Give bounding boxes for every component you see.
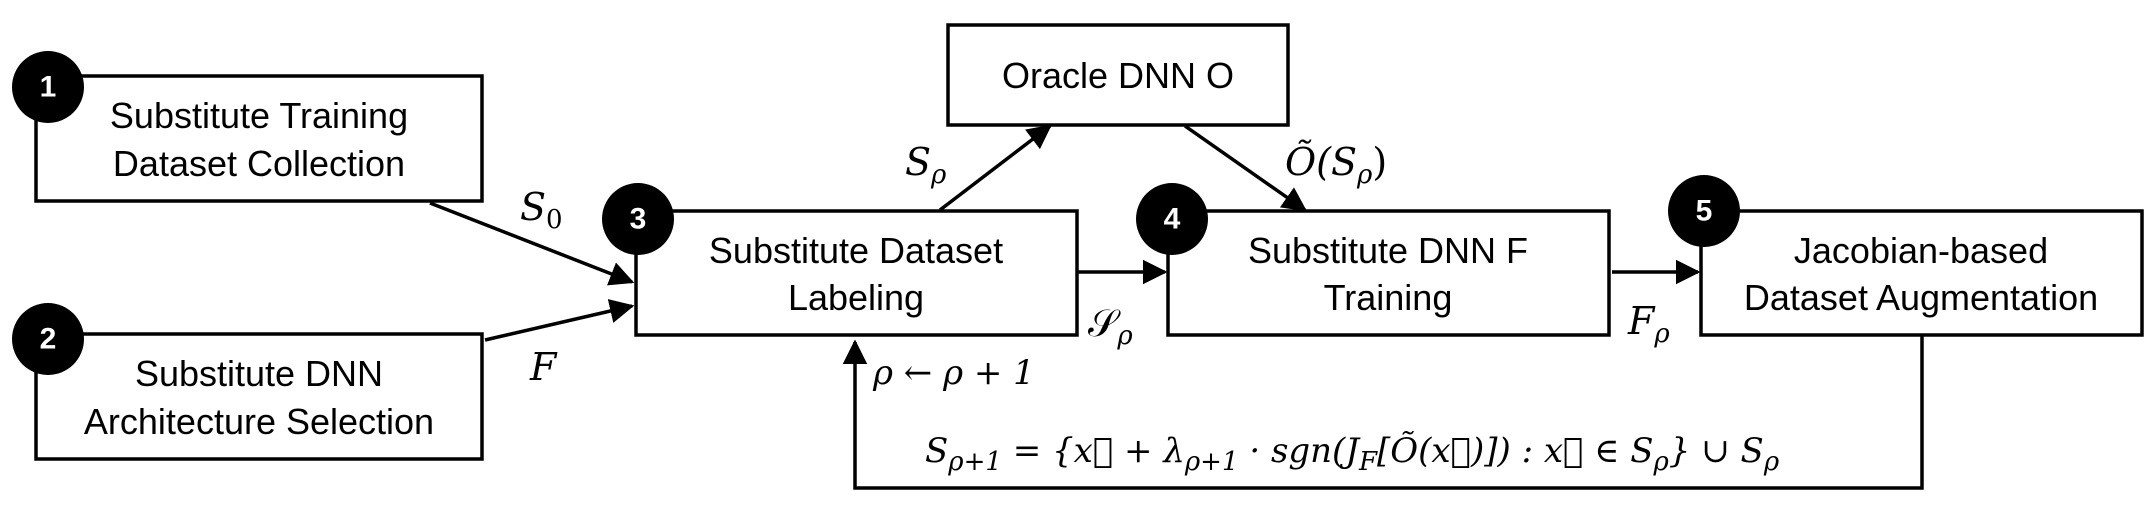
- badge-3: 3: [602, 183, 674, 255]
- node-5-line-2: Dataset Augmentation: [1744, 277, 2098, 318]
- node-1-line-2: Dataset Collection: [113, 143, 405, 184]
- label-s-rho-script: 𝒮ρ: [1088, 301, 1133, 351]
- edge-1-to-3: [429, 201, 635, 286]
- node-oracle-dnn: Oracle DNN O: [946, 23, 1290, 127]
- badge-1: 1: [12, 51, 84, 123]
- node-2-architecture-selection: Substitute DNN Architecture Selection: [34, 332, 484, 461]
- node-3-line-2: Labeling: [788, 277, 924, 318]
- node-4-line-2: Training: [1324, 277, 1453, 318]
- badge-4: 4: [1136, 183, 1208, 255]
- edge-2-to-3: [484, 299, 635, 342]
- label-f: F: [529, 345, 558, 389]
- node-4-line-1: Substitute DNN F: [1248, 230, 1528, 271]
- svg-text:3: 3: [630, 203, 647, 236]
- label-oracle-output: Õ(Sρ): [1285, 140, 1387, 190]
- label-rho-update: ρ ← ρ + 1: [872, 353, 1035, 393]
- node-5-jacobian-augmentation: Jacobian-based Dataset Augmentation: [1699, 209, 2144, 337]
- edge-5-feedback-to-3: [842, 336, 1924, 490]
- node-3-dataset-labeling: Substitute Dataset Labeling: [634, 209, 1079, 337]
- label-f-rho: Fρ: [1627, 299, 1670, 349]
- label-s0: S0: [520, 185, 563, 235]
- node-1-dataset-collection: Substitute Training Dataset Collection: [34, 74, 484, 203]
- label-augmentation-formula: Sρ+1 = {x⃗ + λρ+1 · sgn(JF[Õ(x⃗)]) : x⃗ …: [925, 430, 1780, 477]
- edge-oracle-to-4: [1183, 124, 1308, 212]
- node-4-dnn-training: Substitute DNN F Training: [1166, 209, 1611, 337]
- node-2-line-2: Architecture Selection: [84, 401, 434, 442]
- label-s-rho: Sρ: [905, 140, 947, 190]
- oracle-label: Oracle DNN O: [1002, 55, 1234, 96]
- node-1-line-1: Substitute Training: [110, 95, 408, 136]
- edge-3-to-oracle: [938, 124, 1052, 212]
- node-5-line-1: Jacobian-based: [1794, 230, 2048, 271]
- svg-text:2: 2: [40, 323, 57, 356]
- node-2-line-1: Substitute DNN: [135, 353, 383, 394]
- svg-text:5: 5: [1696, 195, 1713, 228]
- svg-text:1: 1: [40, 71, 57, 104]
- badge-2: 2: [12, 303, 84, 375]
- node-3-line-1: Substitute Dataset: [709, 230, 1003, 271]
- svg-text:4: 4: [1164, 203, 1181, 236]
- badge-5: 5: [1668, 175, 1740, 247]
